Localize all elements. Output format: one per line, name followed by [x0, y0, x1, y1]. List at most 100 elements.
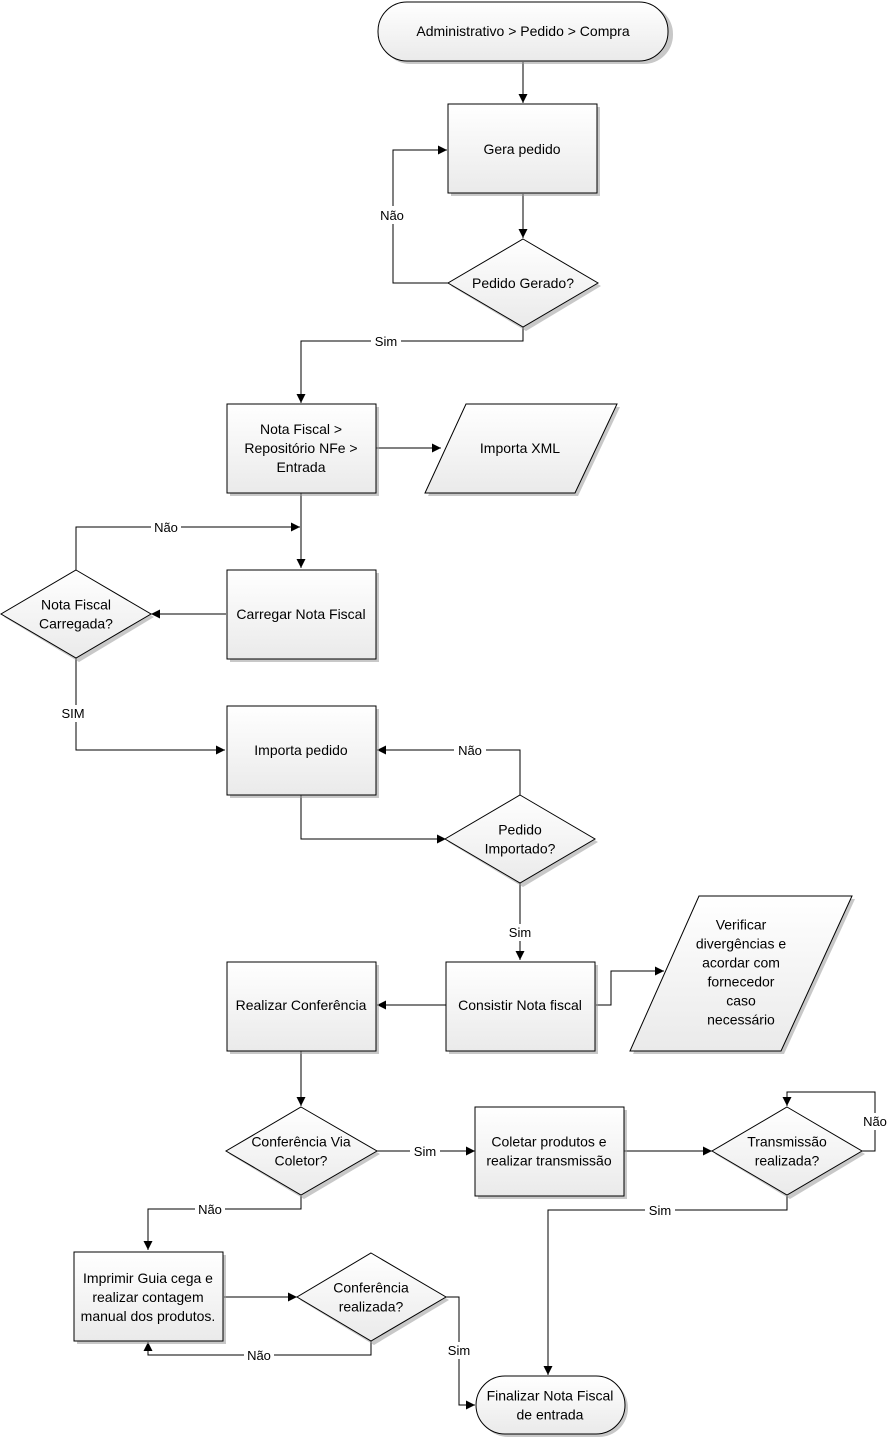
start-terminator: Administrativo > Pedido > Compra [377, 1, 673, 64]
svg-text:SIM: SIM [61, 706, 84, 721]
node-label-line: Nota Fiscal [41, 597, 111, 613]
node-label-line: divergências e [696, 936, 786, 952]
label-conf-nao: Não [244, 1347, 274, 1364]
node-label-line: Pedido Gerado? [472, 275, 574, 291]
node-label-line: acordar com [702, 955, 780, 971]
node-label-line: realizada? [339, 1299, 404, 1315]
label-conf-sim: Sim [444, 1342, 474, 1359]
verificar-div-label: Verificar divergências e acordar com fornec… [696, 917, 786, 1028]
pedido-gerado-label: Pedido Gerado? [472, 275, 574, 291]
node-label-line: Verificar [716, 917, 767, 933]
transmissao-label: Transmissão realizada? [747, 1134, 827, 1169]
node-label-line: Realizar Conferência [236, 997, 367, 1013]
node-label-line: de entrada [517, 1407, 584, 1423]
node-label-line: Importa pedido [254, 742, 348, 758]
svg-text:Não: Não [198, 1202, 222, 1217]
label-carregada-sim: SIM [57, 705, 91, 722]
decision-transmissao-realizada: Transmissão realizada? [711, 1106, 865, 1199]
finalizar-nf-label: Finalizar Nota Fiscal de entrada [487, 1388, 614, 1423]
node-label-line: necessário [707, 1012, 775, 1028]
node-label-line: Imprimir Guia cega e [83, 1270, 213, 1286]
conf-realizada-label: Conferência realizada? [333, 1280, 409, 1315]
node-label-line: Importado? [485, 841, 556, 857]
process-realizar-conferencia: Realizar Conferência [226, 961, 379, 1054]
node-label-line: Consistir Nota fiscal [458, 997, 582, 1013]
node-label-line: Coletor? [275, 1153, 328, 1169]
end-terminator: Finalizar Nota Fiscal de entrada [475, 1375, 628, 1437]
node-label-line: Nota Fiscal > [260, 421, 342, 437]
label-gera-nao: Não [377, 206, 407, 224]
label-gera-sim: Sim [371, 333, 401, 350]
process-consistir-nota-fiscal: Consistir Nota fiscal [445, 961, 598, 1054]
svg-text:Sim: Sim [448, 1343, 470, 1358]
node-label-line: Finalizar Nota Fiscal [487, 1388, 614, 1404]
edge-consistir-to-verificar [596, 966, 664, 1006]
nota-fiscal-menu-label: Nota Fiscal > Repositório NFe > Entrada [244, 421, 357, 475]
svg-text:Não: Não [247, 1348, 271, 1363]
label-carregada-nao: Não [151, 519, 181, 536]
label-transmissao-nao: Não [861, 1113, 889, 1130]
node-label-line: Importa XML [480, 440, 560, 456]
edge-gerado-sim [296, 327, 524, 403]
label-coletor-sim: Sim [410, 1143, 440, 1160]
node-label-line: Entrada [276, 459, 325, 475]
svg-text:Não: Não [380, 208, 404, 223]
svg-text:Sim: Sim [509, 925, 531, 940]
node-label-line: realizada? [755, 1153, 820, 1169]
node-label-line: realizar transmissão [486, 1153, 611, 1169]
label-coletor-nao: Não [195, 1201, 225, 1218]
svg-text:Não: Não [863, 1114, 887, 1129]
edge-transmissao-sim [543, 1196, 788, 1375]
carregar-nf-label: Carregar Nota Fiscal [236, 606, 365, 622]
imprimir-guia-label: Imprimir Guia cega e realizar contagem man… [81, 1270, 216, 1324]
edge-importado-nao [377, 745, 521, 795]
process-carregar-nota-fiscal: Carregar Nota Fiscal [226, 569, 379, 662]
svg-text:Sim: Sim [649, 1203, 671, 1218]
svg-text:Não: Não [458, 743, 482, 758]
node-label-line: Repositório NFe > [244, 440, 357, 456]
node-label-line: Administrativo > Pedido > Compra [416, 23, 629, 39]
consistir-nf-label: Consistir Nota fiscal [458, 997, 582, 1013]
label-importado-sim: Sim [505, 924, 535, 941]
edge-importa-to-decision [300, 794, 446, 844]
node-label-line: Conferência [333, 1280, 409, 1296]
svg-text:Sim: Sim [414, 1144, 436, 1159]
label-transmissao-sim: Sim [645, 1202, 675, 1219]
io-verificar-divergencias: Verificar divergências e acordar com fornec… [629, 895, 855, 1054]
node-label-line: manual dos produtos. [81, 1308, 216, 1324]
edge-carregada-sim [75, 658, 225, 755]
start-label: Administrativo > Pedido > Compra [416, 23, 629, 39]
node-label-line: fornecedor [708, 974, 775, 990]
process-gera-pedido: Gera pedido [447, 103, 600, 196]
edge-transmissao-nao [782, 1091, 876, 1152]
decision-pedido-gerado: Pedido Gerado? [447, 238, 601, 331]
decision-conf-realizada: Conferência realizada? [296, 1252, 449, 1345]
svg-text:Sim: Sim [375, 334, 397, 349]
node-label-line: Carregada? [39, 616, 113, 632]
process-importa-pedido: Importa pedido [226, 705, 379, 798]
node-label-line: Gera pedido [483, 141, 560, 157]
process-imprimir-guia: Imprimir Guia cega e realizar contagem man… [73, 1251, 226, 1344]
node-label-line: caso [726, 993, 756, 1009]
node-label-line: Conferência Via [251, 1134, 351, 1150]
realizar-conf-label: Realizar Conferência [236, 997, 367, 1013]
importa-xml-label: Importa XML [480, 440, 560, 456]
process-nota-fiscal-menu: Nota Fiscal > Repositório NFe > Entrada [226, 403, 379, 496]
importa-pedido-label: Importa pedido [254, 742, 348, 758]
node-label-line: realizar contagem [92, 1289, 203, 1305]
svg-text:Não: Não [154, 520, 178, 535]
label-importado-nao: Não [454, 742, 486, 759]
node-label-line: Carregar Nota Fiscal [236, 606, 365, 622]
node-label-line: Transmissão [747, 1134, 827, 1150]
node-label-line: Pedido [498, 822, 542, 838]
io-importa-xml: Importa XML [424, 403, 620, 496]
